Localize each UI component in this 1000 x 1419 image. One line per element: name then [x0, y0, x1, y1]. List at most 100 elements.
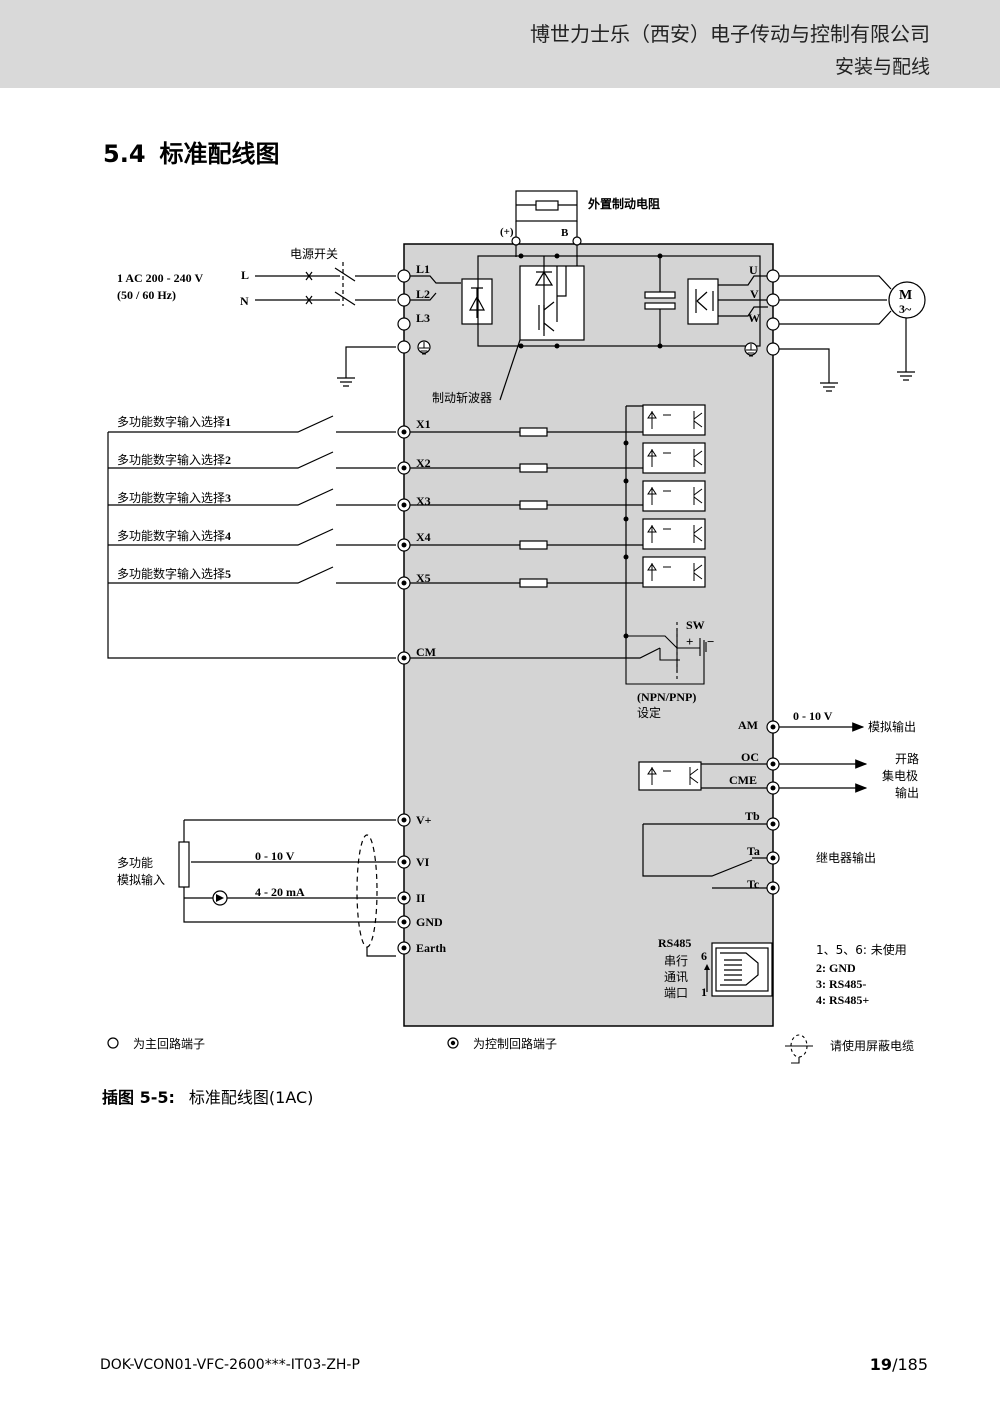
- serial-label-3: 端口: [664, 986, 688, 1000]
- main-terminal-legend-icon: [107, 1037, 119, 1049]
- earth-label: Earth: [416, 941, 446, 955]
- serial-label-2: 通讯: [664, 970, 688, 984]
- di-resistors: [519, 427, 548, 588]
- figure-caption: 插图 5-5: 标准配线图(1AC): [102, 1084, 313, 1108]
- pin-1-label: 1: [701, 985, 707, 999]
- motor-wiring: [779, 275, 915, 392]
- output-wiring: [642, 722, 868, 889]
- ai-label-2: 模拟输入: [117, 872, 165, 887]
- page-header: 博世力士乐（西安）电子传动与控制有限公司 安装与配线: [0, 0, 1000, 88]
- x4-label: X4: [416, 530, 431, 544]
- shielded-cable-legend-icon: [785, 1034, 813, 1064]
- section-number: 5.4: [103, 140, 146, 168]
- cme-label: CME: [729, 773, 757, 787]
- am-range: 0 - 10 V: [793, 709, 833, 723]
- main-terminals-left: [397, 269, 431, 354]
- power-section: [410, 255, 768, 401]
- gnd-label: GND: [416, 915, 443, 929]
- legend-ctrl-label: 为控制回路端子: [473, 1036, 557, 1051]
- section-heading: 标准配线图: [159, 140, 280, 168]
- di-label-1: 多功能数字输入选择1: [117, 414, 231, 429]
- opto-symbols: [647, 411, 703, 581]
- rs485-label: RS485: [658, 936, 691, 950]
- am-label: AM: [738, 718, 758, 732]
- plus-label: (+): [500, 226, 514, 238]
- ai-terminal-dots: [401, 817, 407, 951]
- inverter-body: [403, 243, 774, 1027]
- vi-label: VI: [416, 855, 430, 869]
- x3-label: X3: [416, 494, 431, 508]
- ground-input: [337, 346, 396, 387]
- x5-label: X5: [416, 571, 431, 585]
- setting-label: 设定: [637, 705, 661, 720]
- pin-desc-2: 2: GND: [816, 961, 856, 975]
- di-label-5: 多功能数字输入选择5: [117, 566, 231, 581]
- potentiometer: [178, 841, 190, 888]
- caption-text: 标准配线图(1AC): [188, 1088, 314, 1107]
- page-total: /185: [892, 1355, 928, 1374]
- oc-output-1: 开路: [895, 751, 919, 766]
- chopper-label: 制动斩波器: [432, 391, 492, 405]
- section-title: 5.4 标准配线图: [103, 134, 280, 169]
- ii-range: 4 - 20 mA: [255, 885, 305, 899]
- sw-minus: −: [707, 634, 714, 649]
- motor-label: M: [899, 288, 912, 303]
- brake-resistor: [515, 190, 578, 268]
- x2-label: X2: [416, 456, 431, 470]
- vplus-label: V+: [416, 813, 432, 827]
- motor-phase: 3~: [899, 302, 912, 316]
- legend-main-label: 为主回路端子: [133, 1036, 205, 1051]
- l1-label: L1: [416, 262, 430, 276]
- di-wiring: [107, 405, 704, 659]
- l3-label: L3: [416, 311, 430, 325]
- oc-output-2: 集电极: [882, 768, 918, 783]
- company-name: 博世力士乐（西安）电子传动与控制有限公司: [530, 22, 930, 46]
- legend-shield-label: 请使用屏蔽电缆: [830, 1038, 914, 1053]
- cm-label: CM: [416, 645, 436, 659]
- oc-output-3: 输出: [895, 785, 919, 800]
- oc-optocoupler: [638, 761, 702, 791]
- plus-terminal[interactable]: [511, 236, 521, 246]
- ext-resistor-label: 外置制动电阻: [588, 196, 660, 211]
- u-label: U: [749, 263, 758, 277]
- page-current: 19: [869, 1355, 893, 1374]
- ta-label: Ta: [747, 844, 760, 858]
- n-label: N: [240, 294, 249, 308]
- analog-output-label: 模拟输出: [868, 719, 916, 734]
- pin-desc-4: 4: RS485+: [816, 993, 869, 1007]
- tb-label: Tb: [745, 809, 760, 823]
- npn-pnp-label: (NPN/PNP): [637, 690, 696, 704]
- sw-label: SW: [686, 618, 705, 632]
- ii-label: II: [416, 891, 426, 905]
- control-terminal-dots-right: [770, 724, 776, 891]
- npn-pnp-switch: [625, 622, 707, 685]
- document-id: DOK-VCON01-VFC-2600***-IT03-ZH-P: [100, 1357, 360, 1373]
- page-number: 19/185: [870, 1355, 928, 1374]
- tc-label: Tc: [747, 877, 760, 891]
- rs485-port-icon: [706, 942, 773, 997]
- b-terminal[interactable]: [572, 236, 582, 246]
- supply-frequency: (50 / 60 Hz): [117, 288, 176, 302]
- vi-range: 0 - 10 V: [255, 849, 295, 863]
- di-label-3: 多功能数字输入选择3: [117, 490, 231, 505]
- junction-dots: [518, 253, 663, 349]
- header-section: 安装与配线: [834, 56, 930, 78]
- v-label: V: [750, 287, 759, 301]
- sw-plus: +: [686, 634, 693, 649]
- pin-6-label: 6: [701, 949, 707, 963]
- pin-desc-1: 1、5、6: 未使用: [816, 942, 907, 957]
- x1-label: X1: [416, 417, 431, 431]
- caption-label: 插图 5-5:: [102, 1088, 175, 1107]
- motor-icon: [888, 281, 926, 319]
- l2-label: L2: [416, 287, 430, 301]
- di-label-2: 多功能数字输入选择2: [117, 452, 231, 467]
- di-label-4: 多功能数字输入选择4: [117, 528, 231, 543]
- relay-output-label: 继电器输出: [816, 850, 876, 865]
- supply-voltage: 1 AC 200 - 240 V: [117, 271, 203, 285]
- l-label: L: [241, 268, 249, 282]
- di-terminal-dots: [401, 429, 407, 661]
- oc-label: OC: [741, 750, 759, 764]
- b-label: B: [561, 227, 569, 239]
- serial-label-1: 串行: [664, 954, 688, 968]
